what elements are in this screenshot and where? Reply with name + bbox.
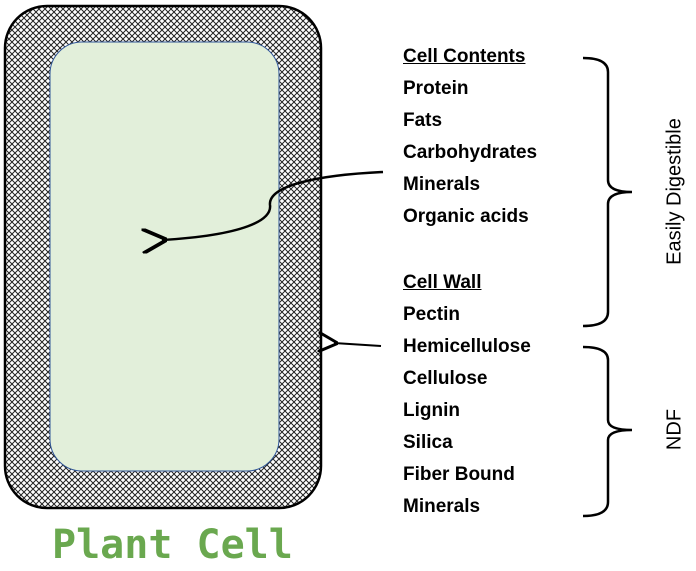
cell-contents-heading: Cell Contents [403, 46, 525, 68]
ndf-label: NDF [664, 400, 687, 460]
ndf-brace [583, 347, 632, 516]
cell-wall-item-hemicellulose: Hemicellulose [403, 336, 531, 358]
cell-wall-item-cellulose: Cellulose [403, 368, 487, 390]
cell-interior-shape [50, 42, 279, 471]
cell-contents-item-organic-acids: Organic acids [403, 206, 529, 228]
cell-wall-item-lignin: Lignin [403, 400, 460, 422]
cell-contents-item-protein: Protein [403, 78, 468, 100]
cell-contents-item-carbohydrates: Carbohydrates [403, 142, 537, 164]
cell-wall-item-pectin: Pectin [403, 304, 460, 326]
diagram-title: Plant Cell [52, 522, 293, 568]
cell-contents-item-fats: Fats [403, 110, 442, 132]
wall-arrow [334, 343, 381, 346]
easily-digestible-label: Easily Digestible [664, 112, 687, 272]
cell-wall-heading: Cell Wall [403, 272, 481, 294]
cell-contents-item-minerals: Minerals [403, 174, 480, 196]
cell-wall-item-minerals: Minerals [403, 496, 480, 518]
easily-digestible-brace [583, 58, 632, 326]
cell-wall-item-fiber-bound: Fiber Bound [403, 464, 515, 486]
cell-wall-item-silica: Silica [403, 432, 453, 454]
